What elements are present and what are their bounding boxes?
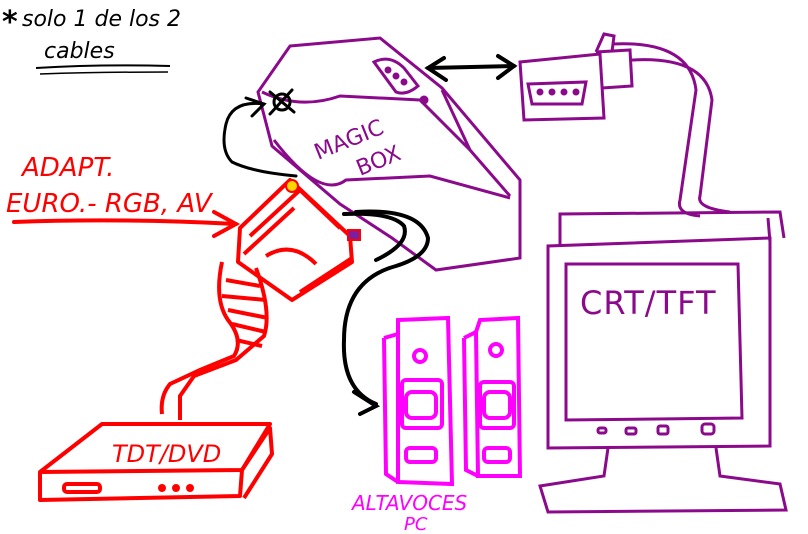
adapter-label-1: ADAPT. [20, 153, 114, 183]
magic-box [256, 36, 522, 272]
monitor-button-4 [700, 422, 716, 436]
monitor-housing [558, 210, 786, 246]
device-button-1 [158, 484, 166, 492]
speaker-left-base [404, 446, 438, 464]
speaker-right-tweeter [488, 342, 504, 358]
note-line-1: solo 1 de los 2 [22, 7, 181, 32]
note-underline-2 [39, 71, 169, 75]
device-disc-slot [62, 482, 102, 494]
magic-box-top-edge [261, 90, 472, 152]
speaker-left [382, 315, 455, 487]
speaker-left-woofer [404, 390, 438, 420]
magic-box-outline [256, 36, 522, 272]
speaker-right [462, 315, 523, 478]
monitor-housing-line [766, 217, 772, 243]
note-asterisk: * [2, 5, 18, 40]
monitor-button-3 [656, 424, 670, 436]
speaker-left-tweeter [412, 348, 428, 364]
tdt-dvd-device [38, 422, 274, 502]
device-button-3 [186, 484, 194, 492]
monitor-label: CRT/TFT [580, 284, 717, 322]
magic-box-side [440, 89, 512, 197]
adapter-violet-jack [347, 229, 361, 241]
note-underline [35, 64, 171, 69]
speaker-right-woofer [482, 390, 512, 420]
double-arrow-icon [424, 54, 518, 82]
monitor-button-2 [624, 426, 638, 436]
monitor-bezel [546, 236, 772, 450]
adapter-yellow-jack [285, 179, 299, 193]
monitor-button-1 [596, 426, 608, 435]
monitor [538, 210, 788, 514]
monitor-screen [564, 262, 744, 422]
monitor-vga-cable [518, 32, 731, 218]
audio-cable [341, 209, 431, 416]
magic-box-front [272, 139, 511, 200]
note-line-2: cables [44, 39, 115, 64]
adapter-arrow [12, 210, 241, 238]
adapter-label-2: EURO.- RGB, AV [6, 189, 214, 219]
vga-connector-icon [526, 80, 588, 106]
disconnected-cable [222, 88, 298, 178]
monitor-stand [538, 447, 788, 514]
device-button-2 [172, 484, 180, 492]
speaker-right-base [482, 446, 512, 464]
device-label: TDT/DVD [112, 440, 221, 468]
adapter-cable [159, 261, 269, 420]
speakers-label-1: ALTAVOCES [350, 491, 468, 515]
cable-note: * solo 1 de los 2 cables [2, 5, 181, 75]
speakers-label-2: PC [404, 514, 428, 534]
magic-box-vga-port [371, 57, 421, 95]
